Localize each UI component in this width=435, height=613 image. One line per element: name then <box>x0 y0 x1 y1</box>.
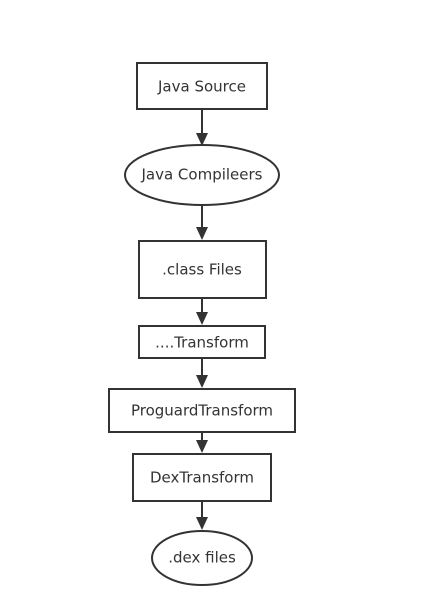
edge-java-compilers-to-class-files <box>196 205 208 240</box>
node-label-proguard-transform: ProguardTransform <box>131 402 273 420</box>
node-label-java-source: Java Source <box>157 78 246 96</box>
node-label-class-files: .class Files <box>162 261 242 279</box>
node-label-dex-transform: DexTransform <box>150 469 254 487</box>
edge-proguard-transform-to-dex-transform <box>196 432 208 453</box>
node-proguard-transform: ProguardTransform <box>108 388 296 433</box>
node-class-files: .class Files <box>138 240 267 299</box>
node-dex-transform: DexTransform <box>132 453 272 502</box>
edge-dex-transform-to-dex-files <box>196 501 208 530</box>
node-label-java-compilers: Java Compileers <box>140 166 262 184</box>
node-dex-files: .dex files <box>151 530 253 586</box>
node-transform: ....Transform <box>138 325 266 359</box>
node-label-dex-files: .dex files <box>168 549 236 567</box>
node-java-compilers: Java Compileers <box>124 144 280 206</box>
node-java-source: Java Source <box>136 62 268 110</box>
edge-java-source-to-java-compilers <box>196 109 208 146</box>
edge-class-files-to-transform <box>196 298 208 325</box>
edge-transform-to-proguard-transform <box>196 358 208 388</box>
node-label-transform: ....Transform <box>155 334 249 352</box>
